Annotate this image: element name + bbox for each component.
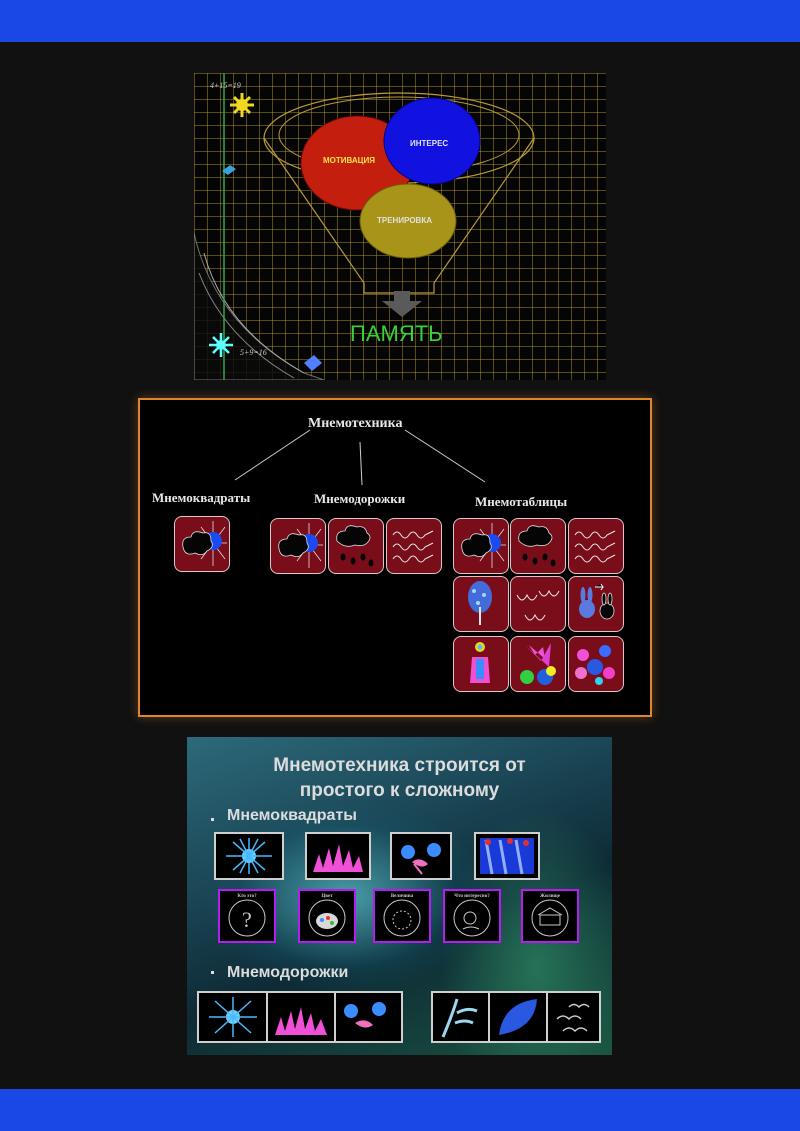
branch-tables: Мнемотаблицы: [475, 494, 568, 509]
table-doll-tile: [453, 636, 509, 692]
svg-text:?: ?: [242, 907, 252, 932]
card-label: Величина: [390, 894, 414, 899]
picture-forest: [474, 832, 540, 880]
card-size: Величина: [373, 889, 431, 943]
table-wind-tile: [568, 518, 624, 574]
bullet-icon: [211, 818, 214, 821]
card-label: Жилище: [540, 894, 560, 899]
label-motivation: МОТИВАЦИЯ: [323, 156, 376, 165]
track-rain-tile: [328, 518, 384, 574]
table-bouquet-tile: [568, 636, 624, 692]
card-label: Кто это?: [237, 894, 257, 899]
picture-sun: [214, 832, 284, 880]
picture-flowers: [390, 832, 452, 880]
table-fruit-tile: [510, 636, 566, 692]
star-icon: [209, 333, 233, 357]
butterfly-icon: [304, 355, 322, 371]
bottom-band: [0, 1089, 800, 1131]
table-rain-tile: [510, 518, 566, 574]
butterfly-icon: [222, 165, 236, 175]
slide3-title-line1: Мнемотехника строится от: [273, 755, 526, 776]
slide3-title-line2: простого к сложному: [299, 780, 500, 801]
bullet-icon: [211, 971, 214, 974]
table-tree-tile: [453, 576, 509, 632]
slide2-title: Мнемотехника: [308, 416, 403, 431]
label-result: ПАМЯТЬ: [350, 321, 443, 346]
track-cloud-sun-tile: [270, 518, 326, 574]
math-top: 4+15=19: [210, 81, 241, 90]
card-label: Цвет: [321, 894, 333, 899]
section-tracks: Мнемодорожки: [227, 964, 349, 981]
simple-to-complex-slide: Мнемотехника строится от простого к слож…: [187, 737, 612, 1055]
track-strip-1: [197, 991, 403, 1043]
math-bottom: 5+9=16: [240, 348, 267, 357]
card-color: Цвет: [298, 889, 356, 943]
memory-funnel-slide: 4+15=19 5+9=16 МОТИВАЦИЯ ИНТЕРЕС ТРЕНИРО…: [194, 73, 606, 380]
track-wind-tile: [386, 518, 442, 574]
branch-lines: [234, 429, 486, 486]
card-who: ? Кто это?: [218, 889, 276, 943]
branch-tracks: Мнемодорожки: [314, 491, 406, 506]
section-squares: Мнемоквадраты: [227, 807, 357, 824]
branch-squares: Мнемоквадраты: [152, 490, 251, 505]
table-birds-tile: [510, 576, 566, 632]
table-hare-tile: [568, 576, 624, 632]
top-band: [0, 0, 800, 42]
label-training: ТРЕНИРОВКА: [377, 216, 432, 225]
funnel-diagram: [194, 73, 535, 380]
card-interesting: Что интересно?: [443, 889, 501, 943]
card-label: Что интересно?: [454, 894, 490, 899]
card-home: Жилище: [521, 889, 579, 943]
table-cloud-sun-tile: [453, 518, 509, 574]
label-interest: ИНТЕРЕС: [410, 139, 449, 148]
mnemotechnics-structure-slide: Мнемотехника Мнемоквадраты Мнемодорожки …: [138, 398, 652, 717]
track-strip-2: [431, 991, 601, 1043]
square-cloud-sun-tile: [174, 516, 230, 572]
picture-grass: [305, 832, 371, 880]
sun-icon: [230, 93, 254, 117]
